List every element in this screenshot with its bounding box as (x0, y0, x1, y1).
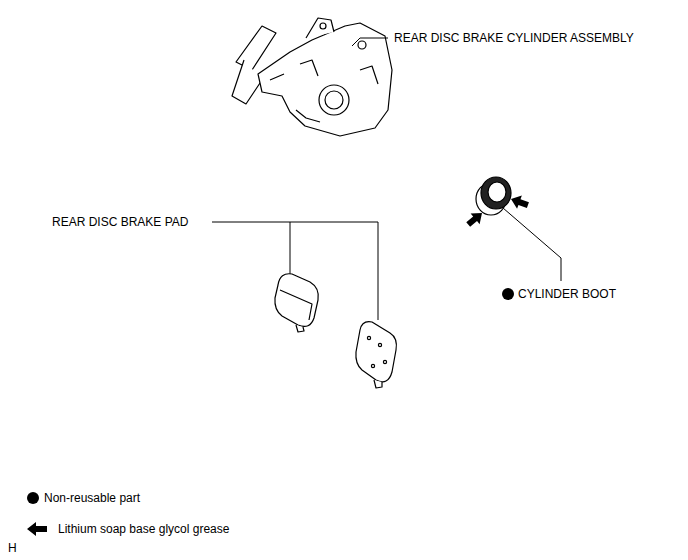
legend-dot (27, 492, 39, 504)
pad-drawings (275, 274, 397, 388)
brake-pad (356, 322, 397, 382)
caliper-body (258, 23, 392, 136)
mounting-ear (306, 18, 334, 38)
legend-text: Non-reusable part (44, 491, 140, 505)
pad-hole (378, 343, 381, 346)
parking-lever (236, 26, 276, 70)
leader-line (352, 38, 388, 46)
part-name: REAR DISC BRAKE CYLINDER ASSEMBLY (394, 31, 634, 45)
piston (325, 91, 343, 109)
caliper-detail (270, 60, 378, 122)
pad-tab (374, 380, 382, 388)
bleeder-plug (358, 41, 366, 49)
legend-text: Lithium soap base glycol grease (58, 522, 229, 536)
cylinder-boot (476, 183, 506, 215)
figure-code: H (8, 541, 17, 555)
non-reusable-mark (502, 288, 514, 300)
grease-arrows (464, 192, 531, 230)
grease-arrow (464, 208, 487, 230)
pad-lining (280, 290, 312, 320)
part-name: REAR DISC BRAKE PAD (52, 215, 188, 229)
parking-lever (232, 60, 262, 104)
part-name: CYLINDER BOOT (518, 287, 616, 301)
pad-tab (296, 325, 304, 332)
mounting-hole (320, 23, 326, 29)
leader-line (503, 208, 561, 281)
cylinder-boot (481, 177, 511, 209)
legend-arrow (27, 522, 47, 536)
piston-bore (319, 85, 349, 115)
pad-hole (367, 336, 370, 339)
pad-hole (383, 360, 386, 363)
boot-opening (488, 182, 506, 202)
pad-hole (371, 364, 374, 367)
brake-pad (275, 274, 318, 327)
boot-drawing (476, 177, 511, 215)
caliper-drawing (232, 18, 392, 136)
leader-lines (212, 38, 561, 320)
grease-arrow (509, 192, 531, 211)
